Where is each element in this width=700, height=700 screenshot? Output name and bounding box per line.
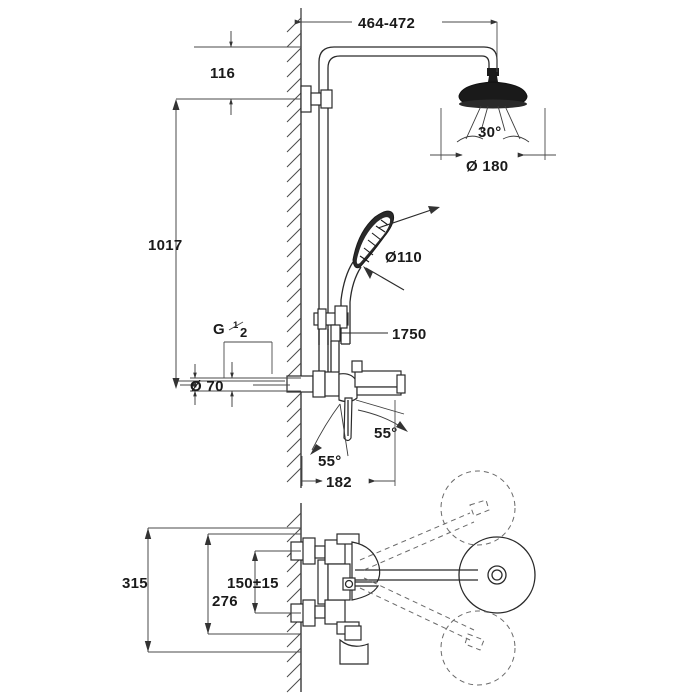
dim-inlet-spacing: Ø 70 — [180, 362, 301, 407]
dim-plan-wall-offset-text: 150±15 — [227, 575, 279, 592]
plan-view: 315 276 150±15 — [122, 470, 536, 693]
dim-plan-body-depth-text: 276 — [212, 593, 238, 610]
dim-riser-height: 1017 — [148, 99, 285, 389]
hand-shower-holder — [313, 305, 349, 345]
dim-hand-shower-diameter-text: Ø110 — [385, 249, 422, 266]
single-lever-mixer — [286, 360, 406, 442]
dim-head-shower-angle: 30° — [478, 124, 502, 141]
dim-hose-length: 1750 — [340, 326, 427, 343]
dim-lever-angle-left: 55° — [310, 403, 349, 470]
wall-bracket — [300, 85, 333, 113]
dim-thread-size-g: G — [213, 321, 225, 338]
dim-head-shower-diameter: Ø 180 — [430, 108, 556, 175]
plan-swivel-position-upper — [359, 470, 516, 571]
dim-mixer-projection-text: 182 — [326, 474, 352, 491]
wall-elevation — [286, 8, 302, 488]
dim-mixer-projection: 182 — [301, 400, 396, 491]
dim-lever-angle-right: 55° — [355, 399, 408, 442]
plan-holder-arm — [355, 569, 478, 581]
dim-head-shower-reach-text: 464-472 — [358, 15, 415, 32]
dim-hose-length-text: 1750 — [392, 326, 427, 343]
dim-hand-shower-diameter: Ø110 — [363, 206, 440, 291]
dim-wall-bracket-offset: 116 — [176, 31, 301, 115]
dim-thread-size: G 1 2 — [213, 320, 273, 378]
dim-inlet-spacing-text: Ø 70 — [190, 378, 224, 395]
dim-head-shower-reach: 464-472 — [294, 8, 498, 72]
dim-lever-angle-right-text: 55° — [374, 425, 398, 442]
dim-riser-height-text: 1017 — [148, 237, 183, 254]
dim-plan-overall-depth-text: 315 — [122, 575, 148, 592]
shower-hose — [330, 341, 340, 372]
dim-wall-bracket-offset-text: 116 — [210, 65, 235, 82]
dim-thread-size-den: 2 — [240, 325, 247, 340]
plan-swivel-position-lower — [359, 577, 516, 686]
hand-shower — [340, 210, 395, 345]
plan-mixer-body — [290, 533, 381, 665]
dim-plan-overall-depth: 315 — [122, 527, 301, 653]
dim-plan-body-depth: 276 — [204, 533, 301, 635]
plan-holder-circle-center — [458, 536, 536, 614]
dim-lever-angle-left-text: 55° — [318, 453, 342, 470]
dim-plan-wall-offset: 150±15 — [227, 550, 301, 614]
dim-head-shower-diameter-text: Ø 180 — [466, 158, 508, 175]
head-shower — [456, 68, 530, 143]
